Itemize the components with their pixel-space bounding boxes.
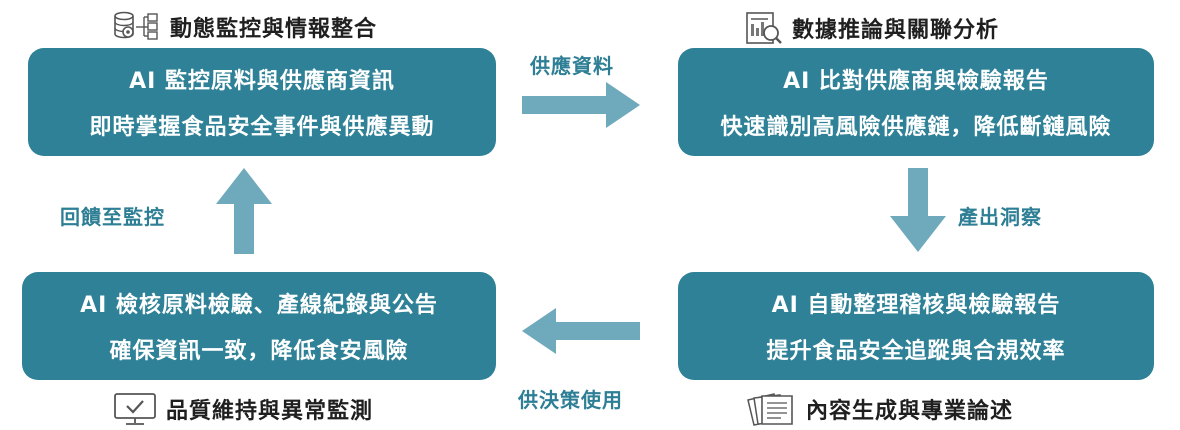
box-monitoring-line1: AI 監控原料與供應商資訊 xyxy=(129,69,395,94)
arrow-down-icon xyxy=(890,168,946,252)
report-analysis-icon xyxy=(746,12,782,44)
box-analysis-line1: AI 比對供應商與檢驗報告 xyxy=(783,69,1049,94)
box-quality-line1: AI 檢核原料檢驗、產線紀錄與公告 xyxy=(80,293,438,318)
title-bottom-right-text: 內容生成與專業論述 xyxy=(806,399,1014,424)
database-settings-icon xyxy=(114,11,158,40)
box-reporting-line2: 提升食品安全追蹤與合規效率 xyxy=(766,339,1066,364)
monitor-check-icon xyxy=(114,393,156,425)
box-quality-line2: 確保資訊一致，降低食安風險 xyxy=(109,339,409,364)
box-quality: AI 檢核原料檢驗、產線紀錄與公告 確保資訊一致，降低食安風險 xyxy=(22,272,496,380)
title-top-left: 動態監控與情報整合 xyxy=(112,10,377,44)
box-reporting-line1: AI 自動整理稽核與檢驗報告 xyxy=(771,293,1061,318)
box-monitoring-line2: 即時掌握食品安全事件與供應異動 xyxy=(89,115,435,140)
title-bottom-right: 內容生成與專業論述 xyxy=(744,392,1013,426)
arrow-right-icon xyxy=(522,82,640,128)
box-reporting: AI 自動整理稽核與檢驗報告 提升食品安全追蹤與合規效率 xyxy=(678,272,1154,380)
documents-icon xyxy=(747,393,793,426)
box-analysis: AI 比對供應商與檢驗報告 快速識別高風險供應鏈，降低斷鏈風險 xyxy=(678,48,1154,156)
box-monitoring: AI 監控原料與供應商資訊 即時掌握食品安全事件與供應異動 xyxy=(28,48,496,156)
flow-label-top: 供應資料 xyxy=(530,54,614,78)
box-analysis-line2: 快速識別高風險供應鏈，降低斷鏈風險 xyxy=(720,115,1112,140)
flow-label-left: 回饋至監控 xyxy=(60,205,165,229)
flow-label-bottom: 供決策使用 xyxy=(518,388,623,412)
title-top-right: 數據推論與關聯分析 xyxy=(744,10,999,46)
arrow-up-icon xyxy=(216,168,272,254)
title-bottom-left-text: 品質維持與異常監測 xyxy=(166,399,374,424)
title-top-right-text: 數據推論與關聯分析 xyxy=(792,18,1000,43)
arrow-left-icon xyxy=(522,308,640,354)
title-bottom-left: 品質維持與異常監測 xyxy=(112,392,373,426)
flow-label-right: 產出洞察 xyxy=(958,205,1042,229)
title-top-left-text: 動態監控與情報整合 xyxy=(170,17,378,42)
